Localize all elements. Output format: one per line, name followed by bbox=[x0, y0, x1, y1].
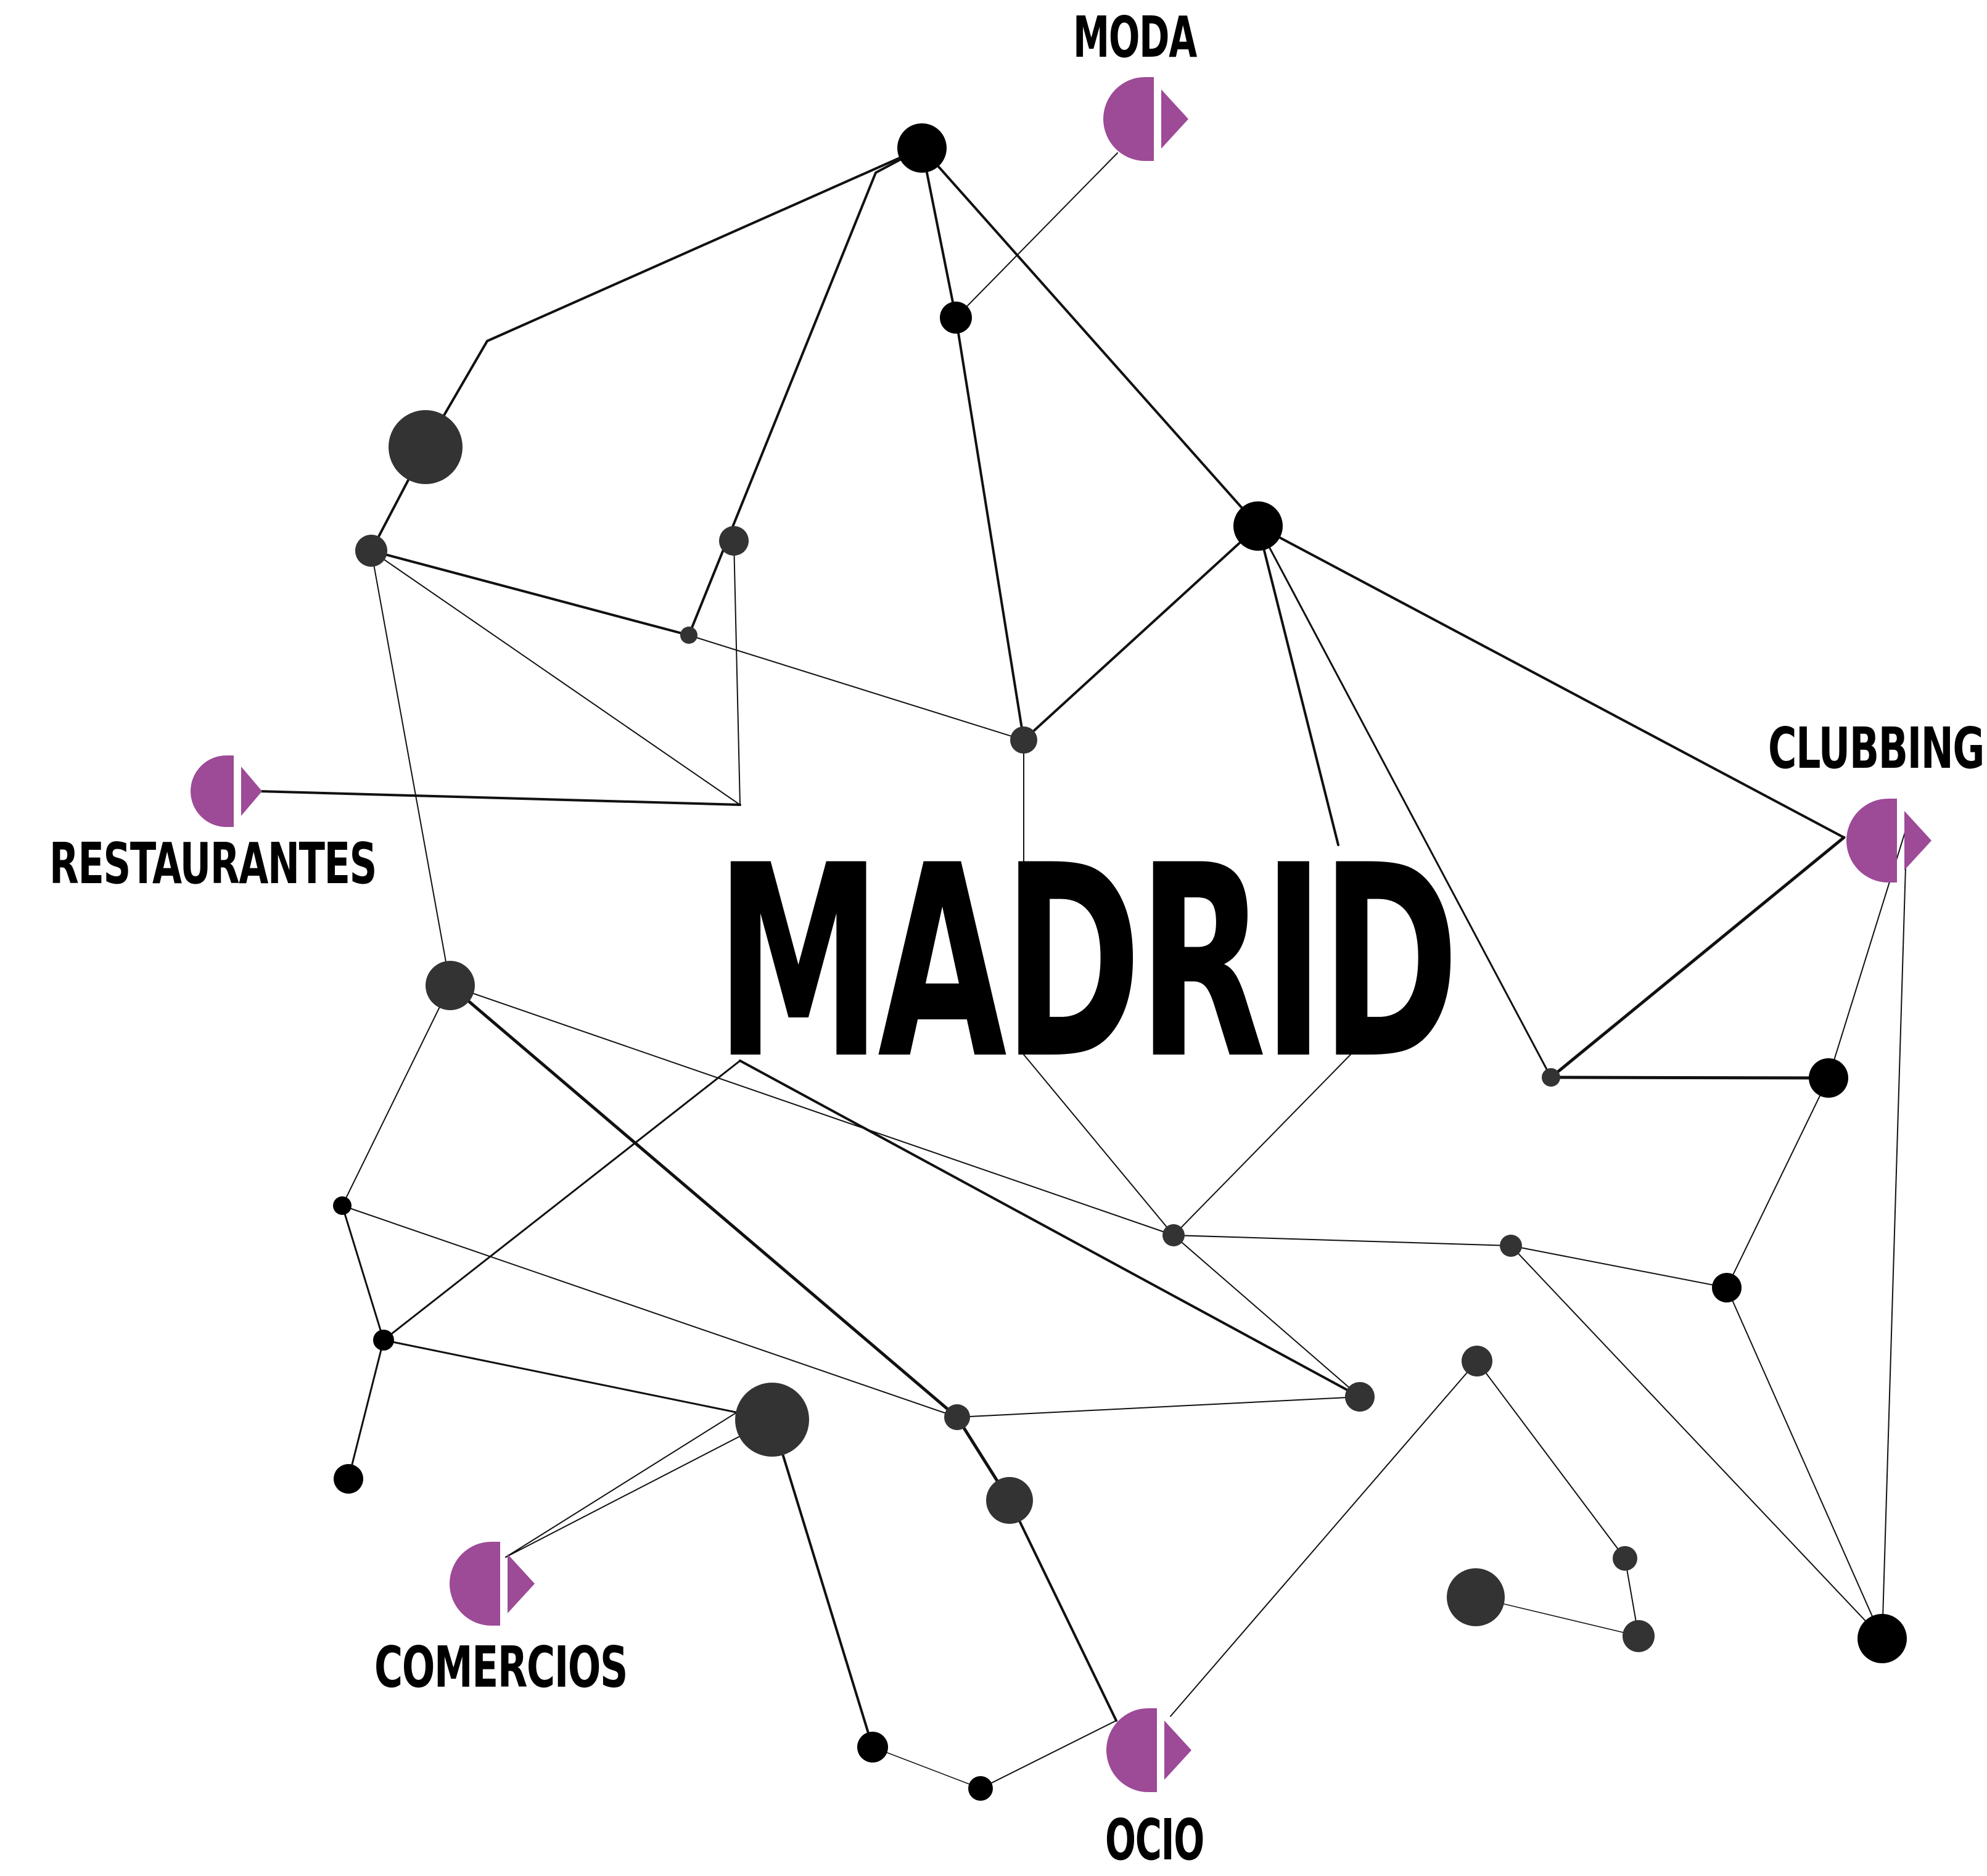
network-edge bbox=[872, 1746, 981, 1789]
network-edge bbox=[1173, 1235, 1512, 1246]
network-edge bbox=[1257, 525, 1845, 839]
network-edge bbox=[1173, 1054, 1351, 1236]
pin-clubbing-icon bbox=[1846, 799, 1931, 882]
network-edge bbox=[955, 316, 1025, 741]
category-label-comercios: COMERCIOS bbox=[374, 1634, 627, 1700]
network-edge bbox=[1173, 1235, 1360, 1397]
network-edge bbox=[688, 635, 1024, 741]
network-edge bbox=[956, 1396, 1360, 1418]
network-node bbox=[426, 961, 475, 1010]
category-label-restaurantes: RESTAURANTES bbox=[49, 831, 376, 897]
pin-ocio-icon bbox=[1106, 1708, 1191, 1792]
category-label-moda: MODA bbox=[1073, 4, 1197, 70]
network-node bbox=[1500, 1235, 1522, 1257]
network-node bbox=[857, 1732, 888, 1763]
network-node bbox=[1857, 1614, 1907, 1663]
network-edge bbox=[370, 549, 690, 636]
category-moda[interactable] bbox=[1103, 77, 1188, 161]
network-edge bbox=[1726, 1077, 1829, 1288]
network-edge bbox=[371, 550, 451, 986]
network-edge bbox=[1726, 1287, 1883, 1639]
network-node bbox=[1809, 1058, 1848, 1098]
nodes-layer bbox=[333, 123, 1907, 1801]
network-node bbox=[1010, 726, 1037, 754]
network-edge bbox=[424, 147, 923, 448]
network-node bbox=[1623, 1620, 1655, 1652]
network-node bbox=[1462, 1346, 1492, 1376]
network-edge bbox=[921, 147, 957, 319]
category-comercios[interactable] bbox=[450, 1542, 535, 1626]
network-edge bbox=[1476, 1360, 1626, 1559]
network-edge bbox=[1510, 1245, 1883, 1639]
network-edge bbox=[448, 984, 959, 1419]
network-edge bbox=[1022, 525, 1259, 741]
network-edge bbox=[771, 1418, 874, 1748]
network-node bbox=[735, 1383, 809, 1457]
network-node bbox=[897, 123, 947, 173]
edges-layer bbox=[258, 147, 1907, 1789]
network-edge bbox=[1170, 1360, 1478, 1717]
network-edge bbox=[382, 1059, 741, 1341]
network-edge bbox=[505, 1419, 773, 1558]
network-node bbox=[719, 526, 749, 556]
network-node bbox=[334, 1464, 363, 1494]
network-node bbox=[1162, 1224, 1185, 1246]
network-edge bbox=[1257, 525, 1552, 1079]
network-node bbox=[940, 302, 972, 334]
network-edge bbox=[733, 540, 741, 805]
network-edge bbox=[382, 1339, 773, 1421]
network-node bbox=[1712, 1273, 1742, 1302]
network-node bbox=[355, 535, 387, 567]
network-edge bbox=[450, 985, 1174, 1236]
network-node bbox=[373, 1330, 394, 1351]
network-node bbox=[1345, 1382, 1375, 1412]
pin-restaurantes-icon bbox=[191, 755, 262, 827]
network-node bbox=[389, 410, 463, 484]
network-node bbox=[680, 627, 697, 644]
network-edge bbox=[342, 1205, 958, 1418]
network-edge bbox=[980, 1720, 1117, 1789]
category-label-ocio: OCIO bbox=[1105, 1807, 1204, 1873]
category-clubbing[interactable] bbox=[1846, 799, 1931, 882]
network-edge bbox=[1008, 1499, 1117, 1722]
network-edge bbox=[347, 1339, 385, 1480]
network-edge bbox=[505, 1411, 773, 1558]
pin-comercios-icon bbox=[450, 1542, 535, 1626]
network-node bbox=[1233, 501, 1283, 551]
network-edge bbox=[739, 1059, 1361, 1398]
network-edge bbox=[341, 1204, 385, 1341]
network-node bbox=[1542, 1068, 1560, 1087]
network-edge bbox=[688, 147, 923, 636]
network-node bbox=[944, 1404, 970, 1430]
category-restaurantes[interactable] bbox=[191, 755, 262, 827]
network-edge bbox=[1549, 836, 1846, 1079]
network-edge bbox=[955, 152, 1118, 318]
network-edge bbox=[371, 550, 741, 805]
category-label-clubbing: CLUBBING bbox=[1768, 715, 1984, 781]
category-ocio[interactable] bbox=[1106, 1708, 1191, 1792]
network-edge bbox=[1882, 826, 1907, 1639]
network-edge bbox=[1023, 1054, 1174, 1236]
network-edge bbox=[342, 985, 451, 1206]
network-edge bbox=[921, 147, 1259, 527]
pin-moda-icon bbox=[1103, 77, 1188, 161]
network-node bbox=[968, 1776, 993, 1801]
network-node bbox=[1447, 1568, 1505, 1626]
network-node bbox=[1613, 1546, 1637, 1571]
network-edge bbox=[258, 790, 741, 806]
network-edge bbox=[1549, 1076, 1830, 1080]
network-node bbox=[333, 1196, 352, 1215]
network-edge bbox=[1510, 1245, 1727, 1288]
network-edge bbox=[1257, 525, 1339, 846]
network-node bbox=[986, 1477, 1033, 1524]
map-title: MADRID bbox=[715, 809, 1455, 1117]
